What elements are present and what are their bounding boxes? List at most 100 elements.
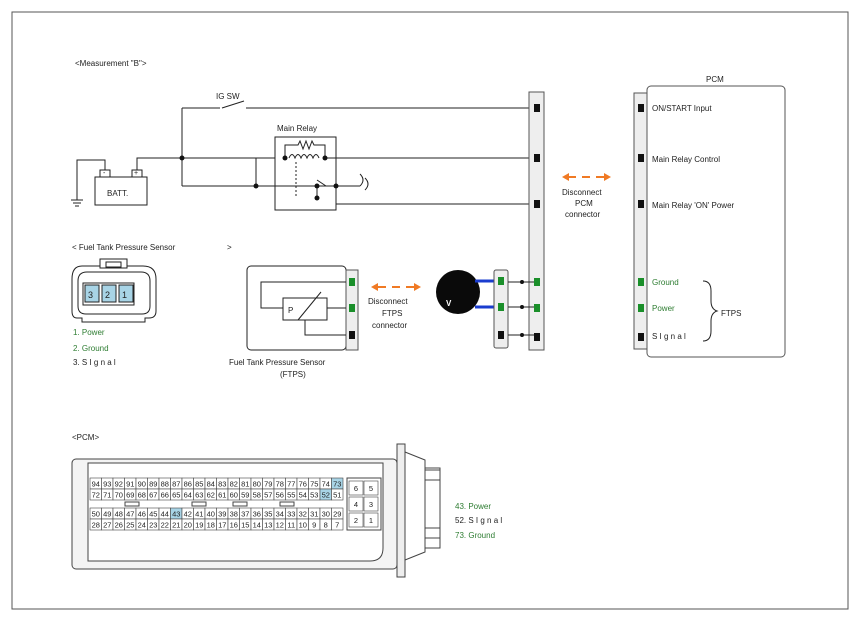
pcm-pin-number: 8: [324, 521, 328, 530]
pcm-pin-number: 7: [335, 521, 339, 530]
pcm-small-pin-number: 1: [369, 516, 373, 525]
pcm-pin-number: 85: [195, 480, 203, 489]
pcm-pin-number: 61: [218, 491, 226, 500]
pcm-pin-number: 69: [126, 491, 134, 500]
pcm-pin-number: 50: [92, 510, 100, 519]
sensor-pin-1: 1: [122, 290, 127, 300]
pcm-title: PCM: [706, 75, 724, 84]
pcm-pin-number: 65: [172, 491, 180, 500]
ftps-group-label: FTPS: [721, 309, 741, 318]
pcm-pin-number: 66: [161, 491, 169, 500]
pcm-pin-number: 28: [92, 521, 100, 530]
pcm-pin-number: 38: [230, 510, 238, 519]
pcm-pin-number: 40: [207, 510, 215, 519]
pcm-pin-number: 9: [312, 521, 316, 530]
diagram-frame: [11, 11, 849, 610]
pcm-pin-number: 46: [138, 510, 146, 519]
pcm-small-pin-number: 5: [369, 484, 373, 493]
pcm-pin-number: 39: [218, 510, 226, 519]
pcm-pin-number: 21: [172, 521, 180, 530]
pcm-pin-number: 14: [253, 521, 261, 530]
ftps-brace: [702, 280, 719, 342]
pcm-pin-number: 11: [287, 521, 295, 530]
pcm-pin-number: 80: [253, 480, 261, 489]
pcm-pin-number: 17: [218, 521, 226, 530]
pcm-pin-cell: [331, 488, 344, 501]
pcm-legend-power: 43. Power: [455, 502, 491, 511]
ftps-label-line2: (FTPS): [280, 370, 306, 379]
disconnect-ftps-arrow: [371, 283, 421, 291]
main-relay-label: Main Relay: [277, 124, 317, 133]
pcm-pin-number: 73: [333, 480, 341, 489]
pcm-pin-number: 36: [253, 510, 261, 519]
pcm-pin-number: 68: [138, 491, 146, 500]
pcm-small-pin-number: 3: [369, 500, 373, 509]
pcm-pin-number: 56: [276, 491, 284, 500]
pcm-pin-number: 41: [195, 510, 203, 519]
sensor-pin-3: 3: [88, 290, 93, 300]
pcm-pin-number: 89: [149, 480, 157, 489]
ig-switch: [221, 100, 245, 109]
sensor-pin-cells: 3 2 1: [84, 284, 134, 303]
pcm-pin-number: 48: [115, 510, 123, 519]
pcm-pin-number: 67: [149, 491, 157, 500]
pcm-small-pin-cell: [363, 496, 379, 512]
voltmeter: [436, 270, 480, 314]
pcm-pin-cell: [331, 518, 344, 531]
harness-pins-green: [534, 278, 540, 312]
pcm-pin-number: 63: [195, 491, 203, 500]
pcm-pin-number: 74: [322, 480, 330, 489]
pcm-pin-number: 79: [264, 480, 272, 489]
disconnect-pcm-arrow: [562, 173, 611, 181]
battery-label: BATT.: [107, 189, 128, 198]
pcm-pin-number: 51: [333, 491, 341, 500]
battery-minus-label: -: [103, 170, 106, 177]
pcm-small-pin-cell: [363, 480, 379, 496]
pcm-pin-number: 83: [218, 480, 226, 489]
pcm-pin-number: 30: [322, 510, 330, 519]
pcm-pin-number: 77: [287, 480, 295, 489]
pcm-pin-on-start: ON/START Input: [652, 104, 712, 113]
pcm-pins-green: [638, 278, 644, 312]
measurement-title: <Measurement "B">: [75, 59, 147, 68]
pcm-pin-number: 81: [241, 480, 249, 489]
pcm-pin-number: 37: [241, 510, 249, 519]
pcm-pin-number: 13: [264, 521, 272, 530]
pcm-pin-number: 55: [287, 491, 295, 500]
pcm-box: [646, 85, 786, 358]
pcm-pin-number: 45: [149, 510, 157, 519]
pcm-pin-number: 76: [299, 480, 307, 489]
ig-sw-label: IG SW: [216, 92, 240, 101]
pcm-pin-number: 88: [161, 480, 169, 489]
pcm-pin-number: 32: [299, 510, 307, 519]
pcm-latches: [124, 501, 295, 507]
junction-dots: [179, 155, 339, 201]
pcm-pin-number: 60: [230, 491, 238, 500]
pcm-pin-number: 87: [172, 480, 180, 489]
pcm-pin-number: 24: [138, 521, 146, 530]
sensor-header: < Fuel Tank Pressure Sensor: [72, 243, 176, 252]
pcm-pin-number: 75: [310, 480, 318, 489]
pcm-pin-main-relay-control: Main Relay Control: [652, 155, 720, 164]
pcm-pin-number: 49: [103, 510, 111, 519]
pcm-pin-signal: S I g n a l: [652, 332, 686, 341]
pcm-pin-number: 47: [126, 510, 134, 519]
pcm-pin-number: 42: [184, 510, 192, 519]
pcm-pin-number: 34: [276, 510, 284, 519]
disconnect-ftps-label: Disconnect FTPS connector: [368, 297, 410, 330]
pcm-pin-number: 58: [253, 491, 261, 500]
ftps-sensor: [246, 265, 359, 351]
pcm-small-pin-cell: [348, 512, 364, 528]
pcm-pin-number: 91: [126, 480, 134, 489]
pcm-pin-power: Power: [652, 304, 675, 313]
pcm-harness-connector: [528, 91, 545, 351]
pcm-pin-ground: Ground: [652, 278, 679, 287]
pcm-pin-number: 54: [299, 491, 307, 500]
sensor-legend-power: 1. Power: [73, 328, 105, 337]
pcm-pin-number: 27: [103, 521, 111, 530]
pcm-pin-number: 52: [322, 491, 330, 500]
sensor-header-end: >: [227, 243, 232, 252]
